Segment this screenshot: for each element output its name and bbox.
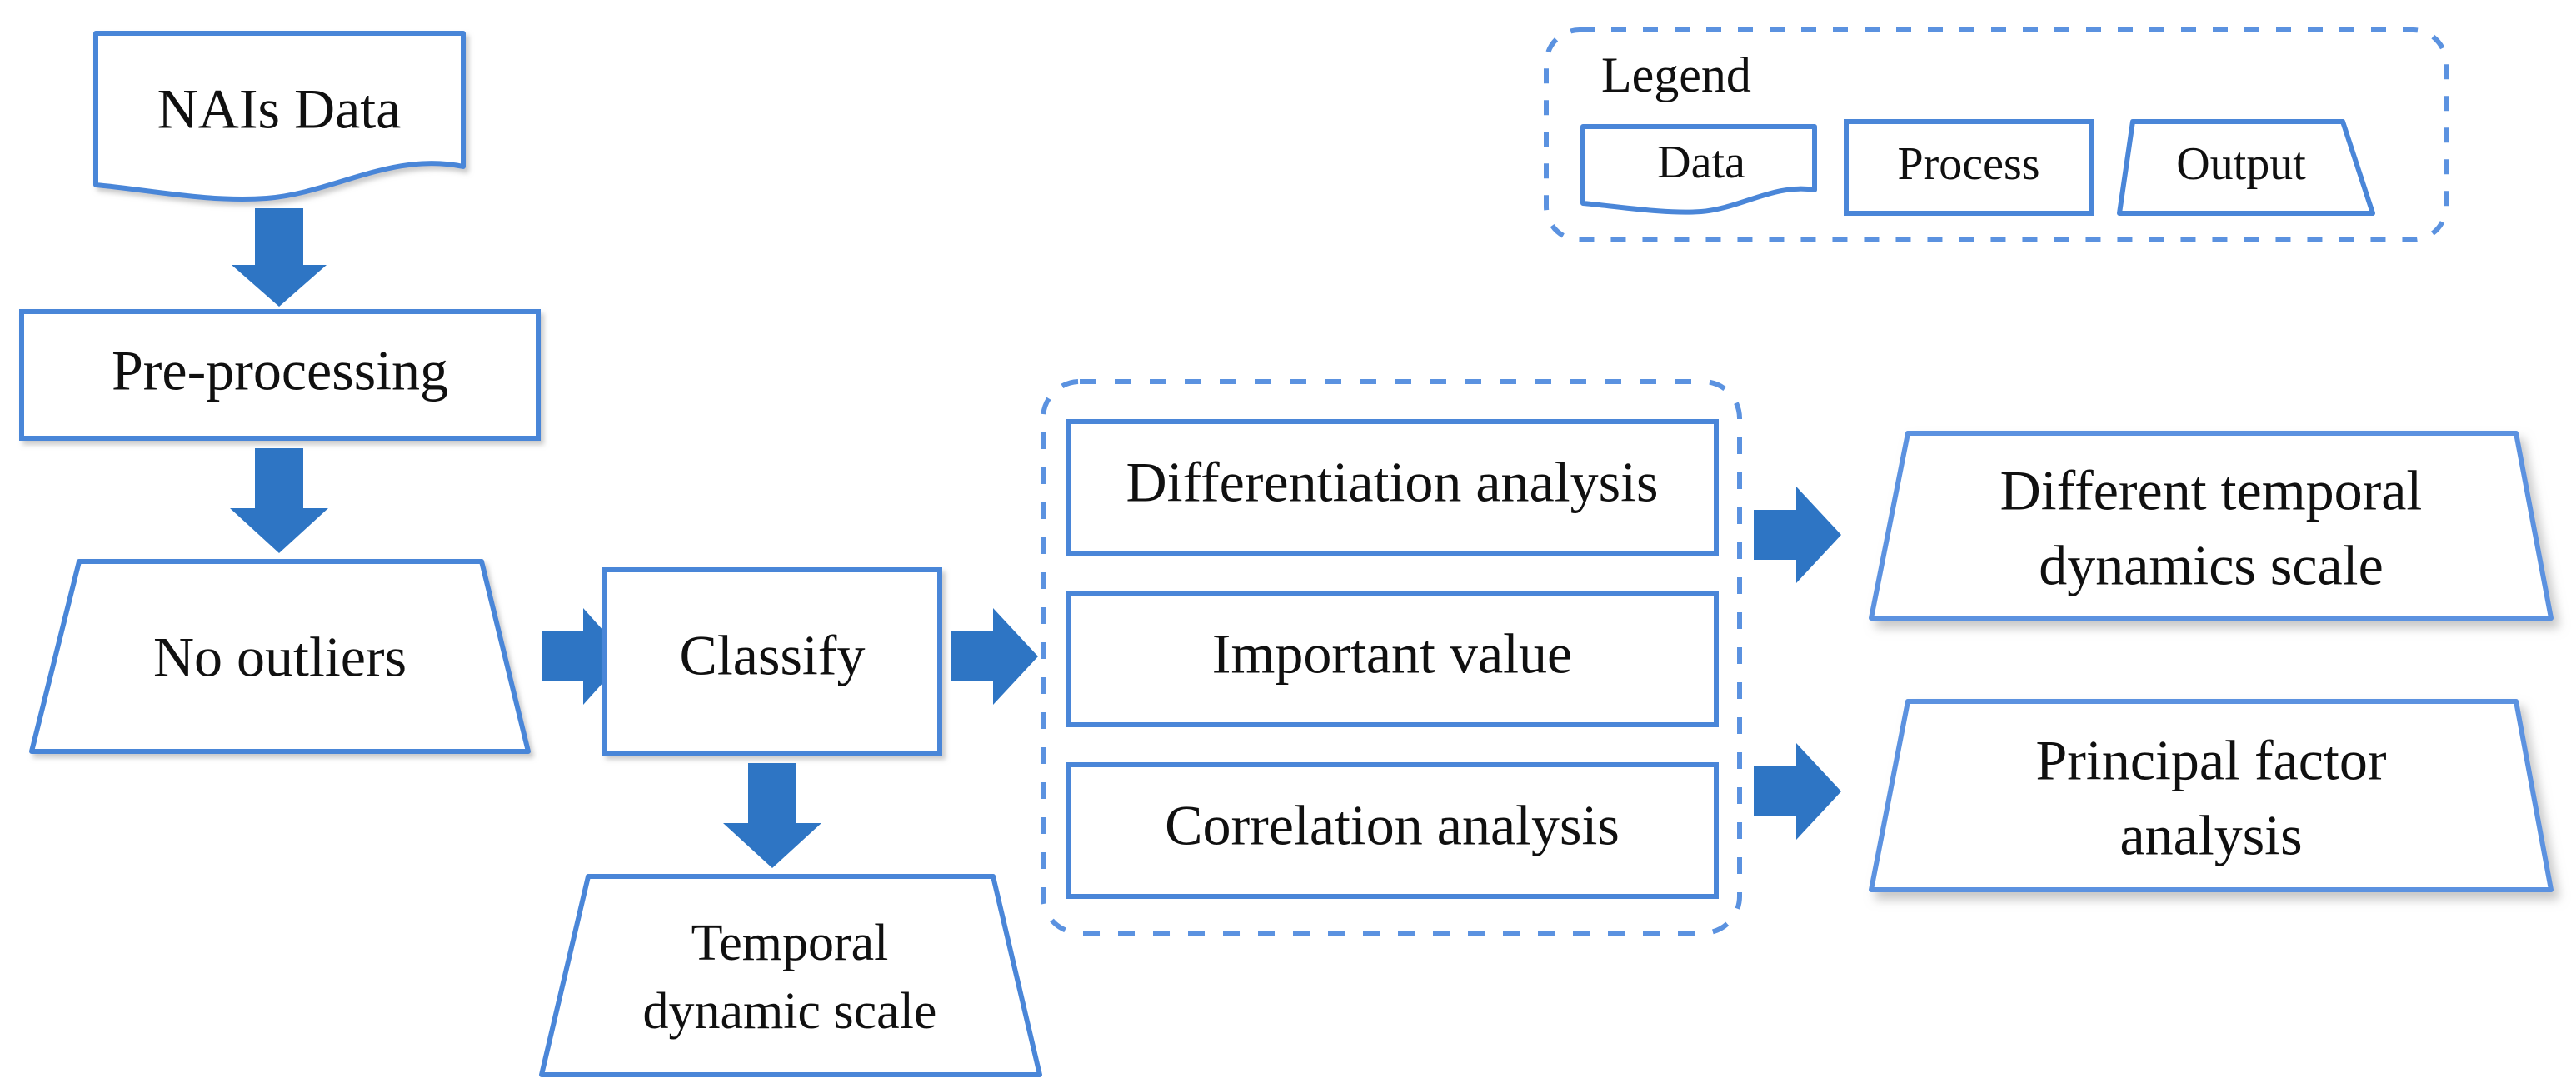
node-differentiation-analysis[interactable]: Differentiation analysis [1066,419,1719,556]
node-pre-processing[interactable]: Pre-processing [19,309,541,441]
pre-processing-shape [19,309,541,441]
different-temporal-dynamics-scale-label-line1: Different temporal [2000,459,2423,522]
important-value-label: Important value [1212,622,1572,686]
arrow-pre-processing-to-no-outliers [230,448,328,553]
down-arrow-icon [230,448,328,553]
classify-shape [602,567,942,756]
legend-item-process[interactable]: Process [1844,119,2094,216]
down-arrow-icon [232,208,327,307]
legend-item-output[interactable]: Output [2117,119,2375,216]
legend-title: Legend [1601,47,1751,102]
different-temporal-dynamics-scale-shape [1869,431,2554,621]
legend-group-dashed-border [1544,27,2449,242]
no-outliers-shape [29,559,531,754]
principal-factor-analysis-label-line2: analysis [2119,804,2302,867]
classify-label: Classify [680,624,866,687]
correlation-analysis-label: Correlation analysis [1165,794,1620,857]
differentiation-analysis-label: Differentiation analysis [1126,451,1659,514]
node-classify[interactable]: Classify [602,567,942,756]
legend-item-data[interactable]: Data [1580,124,1817,215]
legend-process-label: Process [1897,138,2039,190]
arrow-differentiation-to-different-temporal-dynamics-scale [1754,487,1841,583]
right-arrow-icon [542,608,627,705]
arrow-nais-data-to-pre-processing [232,208,327,307]
arrow-classify-to-temporal-dynamic-scale [723,763,821,868]
down-arrow-icon [723,763,821,868]
legend-process-shape [1844,119,2094,216]
legend-output-shape [2117,119,2375,216]
node-different-temporal-dynamics-scale[interactable]: Different temporal dynamics scale [1869,431,2554,621]
legend-data-shape [1580,124,1817,215]
node-principal-factor-analysis[interactable]: Principal factor analysis [1869,699,2554,892]
legend-output-label: Output [2176,138,2306,190]
pre-processing-label: Pre-processing [112,339,448,402]
node-no-outliers[interactable]: No outliers [29,559,531,754]
temporal-dynamic-scale-label-line1: Temporal [691,915,889,971]
arrow-correlation-to-principal-factor-analysis [1754,743,1841,840]
different-temporal-dynamics-scale-label-line2: dynamics scale [2039,534,2384,597]
principal-factor-analysis-label-line1: Principal factor [2035,729,2386,792]
legend-data-label: Data [1657,137,1745,188]
right-arrow-icon [1754,743,1841,840]
node-important-value[interactable]: Important value [1066,591,1719,727]
group-analysis [1041,379,1742,936]
temporal-dynamic-scale-label-line2: dynamic scale [643,983,937,1040]
nais-data-shape [93,31,466,202]
nais-data-label: NAIs Data [157,77,402,141]
differentiation-analysis-shape [1066,419,1719,556]
no-outliers-label: No outliers [153,626,407,689]
legend-group: Legend Data Process Output [1544,27,2449,242]
right-arrow-icon [1754,487,1841,583]
node-nais-data[interactable]: NAIs Data [93,31,466,202]
node-correlation-analysis[interactable]: Correlation analysis [1066,762,1719,899]
arrow-classify-to-analysis-group [951,608,1038,705]
arrow-no-outliers-to-classify [542,608,627,705]
temporal-dynamic-scale-shape [539,874,1042,1077]
right-arrow-icon [951,608,1038,705]
principal-factor-analysis-shape [1869,699,2554,892]
node-temporal-dynamic-scale[interactable]: Temporal dynamic scale [539,874,1042,1077]
important-value-shape [1066,591,1719,727]
analysis-group-dashed-border [1041,379,1742,936]
correlation-analysis-shape [1066,762,1719,899]
